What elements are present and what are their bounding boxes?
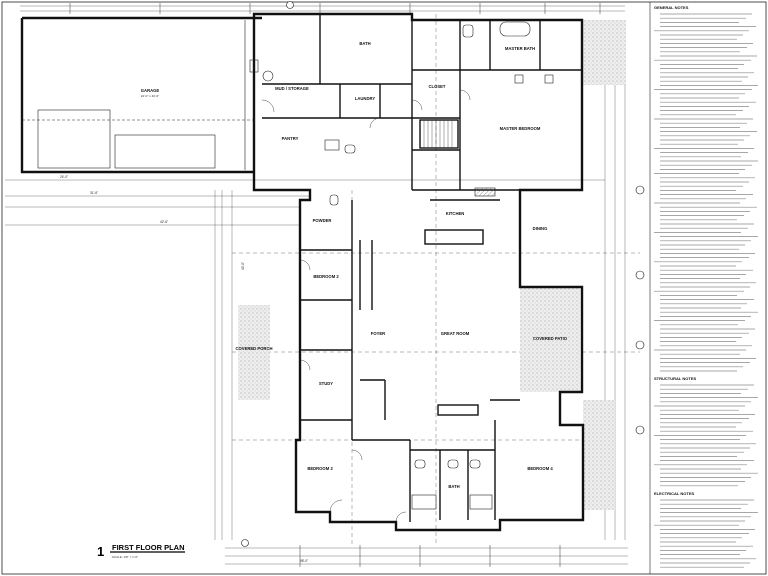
room-mud: MUD / STORAGE <box>275 86 309 91</box>
note-lines <box>654 13 758 568</box>
room-bedroom-3: BEDROOM 3 <box>307 466 333 471</box>
room-garage-size: 24'-0" x 40'-0" <box>141 94 159 98</box>
right-segment-dim: 42'-6" <box>160 220 168 224</box>
room-garage: GARAGE <box>141 88 160 93</box>
room-kitchen: KITCHEN <box>446 211 465 216</box>
mid-segment-dim: 31'-6" <box>90 191 98 195</box>
room-master-bedroom: MASTER BEDROOM <box>500 126 541 131</box>
room-bedroom-4: BEDROOM 4 <box>527 466 553 471</box>
plumbing-fixtures <box>262 21 554 510</box>
left-segment-dim: 24'-0" <box>60 175 68 179</box>
dimension-grid <box>5 3 640 567</box>
exterior-walls <box>20 12 585 532</box>
room-pantry: PANTRY <box>282 136 299 141</box>
plan-scale: SCALE: 1/8" = 1'-0" <box>112 555 138 559</box>
room-bath-2: BATH <box>448 484 459 489</box>
room-master-closet: CLOSET <box>429 84 446 89</box>
plan-number: 1 <box>97 544 104 559</box>
plan-title-block: 1 FIRST FLOOR PLAN SCALE: 1/8" = 1'-0" <box>97 543 185 559</box>
room-great-room: GREAT ROOM <box>441 331 470 336</box>
rear-patio-fill <box>582 20 626 85</box>
garage-depth-dim: 40'-0" <box>241 262 245 270</box>
left-porch-fill <box>238 305 270 400</box>
overall-width-dim: 98'-0" <box>300 559 308 563</box>
room-foyer: FOYER <box>371 331 385 336</box>
room-bedroom-2: BEDROOM 2 <box>313 274 339 279</box>
interior-walls <box>262 14 582 522</box>
room-bath-top: BATH <box>359 41 370 46</box>
covered-patio-fill <box>520 287 580 392</box>
general-notes-heading: GENERAL NOTES <box>654 5 689 10</box>
section-markers <box>241 1 645 547</box>
stair-treads <box>423 120 453 148</box>
room-study: STUDY <box>319 381 333 386</box>
notes-column: GENERAL NOTES STRUCTURAL NOTES ELECTRICA… <box>649 2 758 574</box>
garage-details <box>22 20 259 170</box>
plan-title: FIRST FLOOR PLAN <box>112 543 185 552</box>
room-dining: DINING <box>533 226 548 231</box>
room-covered-porch: COVERED PORCH <box>236 346 273 351</box>
electrical-notes-heading: ELECTRICAL NOTES <box>654 491 694 496</box>
right-porch-fill <box>583 400 615 510</box>
dimension-labels: 98'-0" 24'-0" 31'-6" 42'-6" 40'-0" <box>60 175 308 563</box>
room-labels: GARAGE 24'-0" x 40'-0" MUD / STORAGE BAT… <box>141 41 568 489</box>
room-covered-patio: COVERED PATIO <box>533 336 568 341</box>
structural-notes-heading: STRUCTURAL NOTES <box>654 376 696 381</box>
room-master-bath: MASTER BATH <box>505 46 535 51</box>
room-laundry: LAUNDRY <box>355 96 376 101</box>
door-swings <box>261 89 471 523</box>
room-powder: POWDER <box>313 218 332 223</box>
